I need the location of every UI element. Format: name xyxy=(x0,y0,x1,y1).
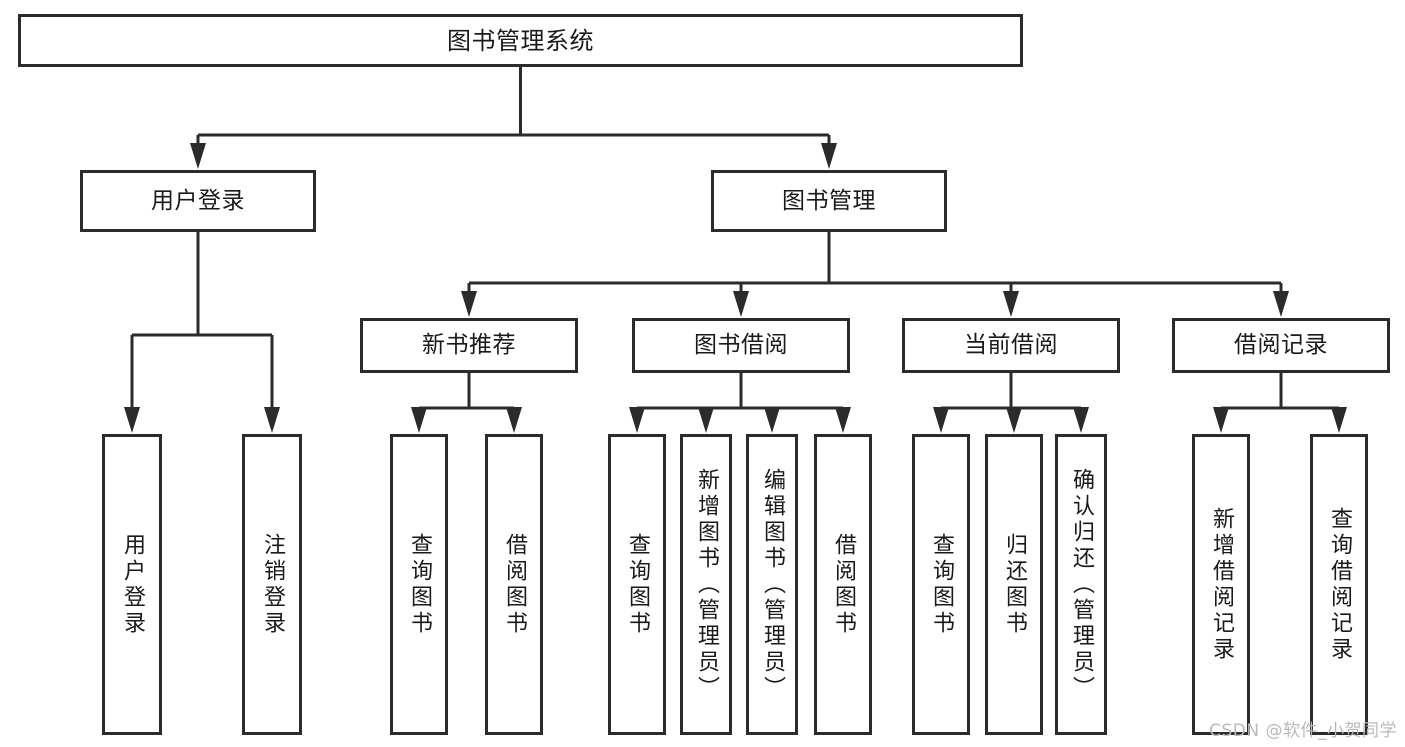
arrowhead-leaf-borrow-book xyxy=(835,407,851,433)
arrowhead-leaf-query-book xyxy=(629,407,645,433)
node-new-book-rec[interactable]: 新书推荐 xyxy=(360,318,578,373)
node-label-current-borrow: 当前借阅 xyxy=(964,332,1058,358)
arrowhead-leaf-borrow-book-rec xyxy=(506,407,522,433)
arrowhead-borrow-record xyxy=(1273,291,1289,317)
node-leaf-borrow-book-rec[interactable]: 借阅图书 xyxy=(485,434,543,735)
node-label-borrow-record: 借阅记录 xyxy=(1234,332,1328,358)
node-leaf-add-book[interactable]: 新增图书（管理员） xyxy=(680,434,732,735)
node-leaf-user-logout[interactable]: 注销登录 xyxy=(242,434,302,735)
node-current-borrow[interactable]: 当前借阅 xyxy=(902,318,1120,373)
node-root[interactable]: 图书管理系统 xyxy=(18,14,1023,67)
arrowhead-leaf-query-record xyxy=(1331,407,1347,433)
arrowhead-leaf-query-book-rec xyxy=(411,407,427,433)
node-leaf-return-book[interactable]: 归还图书 xyxy=(985,434,1043,735)
node-label-leaf-query-book-rec: 查询图书 xyxy=(407,532,432,637)
node-leaf-borrow-book[interactable]: 借阅图书 xyxy=(814,434,872,735)
node-label-leaf-borrow-book: 借阅图书 xyxy=(831,532,856,637)
node-label-new-book-rec: 新书推荐 xyxy=(422,332,516,358)
node-label-leaf-query-record: 查询借阅记录 xyxy=(1327,506,1352,663)
watermark-label: CSDN @软件_小贺同学 xyxy=(1209,721,1397,741)
arrowhead-leaf-add-book xyxy=(698,407,714,433)
node-label-leaf-user-login: 用户登录 xyxy=(120,532,145,637)
node-label-leaf-user-logout: 注销登录 xyxy=(260,532,285,637)
node-leaf-user-login[interactable]: 用户登录 xyxy=(102,434,162,735)
arrowhead-leaf-add-record xyxy=(1213,407,1229,433)
node-leaf-confirm-return[interactable]: 确认归还（管理员） xyxy=(1055,434,1107,735)
node-label-book-borrow: 图书借阅 xyxy=(694,332,788,358)
arrowhead-leaf-return-book xyxy=(1006,407,1022,433)
arrowhead-user-login xyxy=(190,143,206,169)
node-user-login[interactable]: 用户登录 xyxy=(80,170,316,232)
node-label-leaf-return-book: 归还图书 xyxy=(1002,532,1027,637)
arrowhead-leaf-user-login xyxy=(124,407,140,433)
node-leaf-add-record[interactable]: 新增借阅记录 xyxy=(1192,434,1250,735)
arrowhead-leaf-user-logout xyxy=(264,407,280,433)
arrowhead-leaf-query-cur xyxy=(933,407,949,433)
node-label-root: 图书管理系统 xyxy=(447,26,594,55)
node-label-book-manage: 图书管理 xyxy=(782,187,876,214)
node-book-manage[interactable]: 图书管理 xyxy=(711,170,947,232)
node-label-leaf-query-book: 查询图书 xyxy=(625,532,650,637)
node-label-leaf-confirm-return: 确认归还（管理员） xyxy=(1069,467,1094,702)
node-leaf-query-cur[interactable]: 查询图书 xyxy=(912,434,970,735)
arrowhead-new-book-rec xyxy=(461,291,477,317)
node-label-leaf-add-book: 新增图书（管理员） xyxy=(694,467,719,702)
arrowhead-book-manage xyxy=(821,143,837,169)
arrowhead-leaf-edit-book xyxy=(764,407,780,433)
node-label-user-login: 用户登录 xyxy=(151,187,245,214)
arrowhead-leaf-confirm-return xyxy=(1073,407,1089,433)
node-borrow-record[interactable]: 借阅记录 xyxy=(1172,318,1390,373)
node-leaf-query-book-rec[interactable]: 查询图书 xyxy=(390,434,448,735)
node-leaf-query-book[interactable]: 查询图书 xyxy=(608,434,666,735)
arrowhead-current-borrow xyxy=(1003,291,1019,317)
node-label-leaf-add-record: 新增借阅记录 xyxy=(1209,506,1234,663)
arrowhead-book-borrow xyxy=(733,291,749,317)
node-label-leaf-borrow-book-rec: 借阅图书 xyxy=(502,532,527,637)
node-leaf-query-record[interactable]: 查询借阅记录 xyxy=(1310,434,1368,735)
node-label-leaf-query-cur: 查询图书 xyxy=(929,532,954,637)
node-label-leaf-edit-book: 编辑图书（管理员） xyxy=(760,467,785,702)
node-book-borrow[interactable]: 图书借阅 xyxy=(632,318,850,373)
node-leaf-edit-book[interactable]: 编辑图书（管理员） xyxy=(746,434,798,735)
